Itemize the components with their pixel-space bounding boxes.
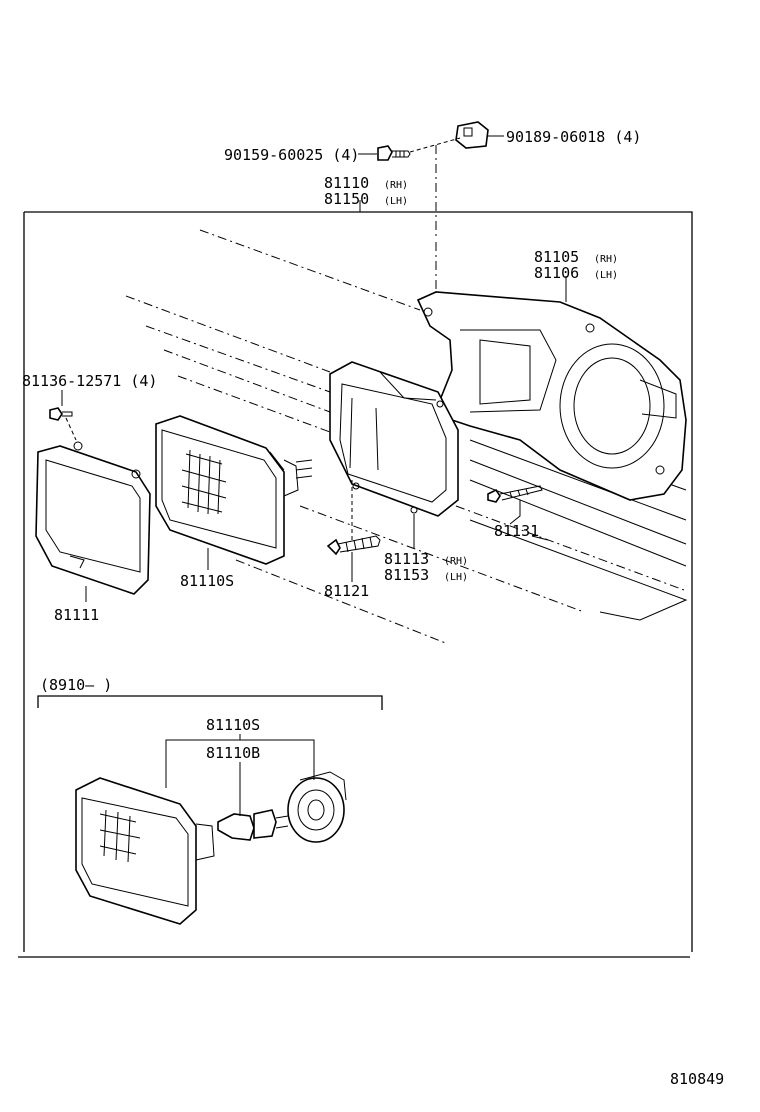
inset-bracket (37, 695, 383, 710)
housing-rh-label: 81113 (384, 550, 429, 568)
bracket-rh-label: 81105 (534, 248, 579, 266)
halogen-bulb-icon (217, 809, 289, 841)
inset-bulb-label: 81110B (206, 744, 260, 762)
inset-headlamp (75, 777, 215, 925)
sealed-beam-label: 81110S (180, 572, 234, 590)
mounting-bracket (416, 291, 687, 501)
housing-lh-label: 81153 (384, 566, 429, 584)
clip-label: 90189-06018 (4) (506, 128, 641, 146)
alignment-lines (125, 145, 685, 645)
bolt-icon (358, 145, 411, 161)
adjust-screw-label: 81121 (324, 582, 369, 600)
bulb-socket-icon (287, 771, 347, 843)
inset-title: (8910— ) (40, 676, 112, 694)
bracket-rh-side: (RH) (594, 254, 618, 265)
bolt-label: 90159-60025 (4) (224, 146, 359, 164)
retaining-ring (35, 441, 151, 595)
assembly-frame (18, 200, 693, 958)
bracket-lh-label: 81106 (534, 264, 579, 282)
sealed-beam-lamp (155, 415, 313, 565)
housing-lh-side: (LH) (444, 572, 468, 583)
leader-lines (61, 276, 567, 602)
bracket-lh-side: (LH) (594, 270, 618, 281)
ring-label: 81111 (54, 606, 99, 624)
inset-leaders (165, 734, 315, 816)
assembly-lh-label: 81150 (324, 190, 369, 208)
assembly-lh-side: (LH) (384, 196, 408, 207)
bolt-right-label: 81131 (494, 522, 539, 540)
assembly-rh-label: 81110 (324, 174, 369, 192)
screw-label: 81136-12571 (4) (22, 372, 157, 390)
screw-icon (49, 407, 77, 441)
assembly-rh-side: (RH) (384, 180, 408, 191)
bolt-right-icon (487, 485, 543, 503)
housing-rh-side: (RH) (444, 556, 468, 567)
adjusting-screw-icon (326, 480, 381, 556)
fastener-leader (409, 137, 461, 153)
inset-headlamp-label: 81110S (206, 716, 260, 734)
diagram-id: 810849 (670, 1070, 724, 1088)
headlamp-housing (329, 361, 459, 517)
clip-icon (455, 121, 504, 149)
